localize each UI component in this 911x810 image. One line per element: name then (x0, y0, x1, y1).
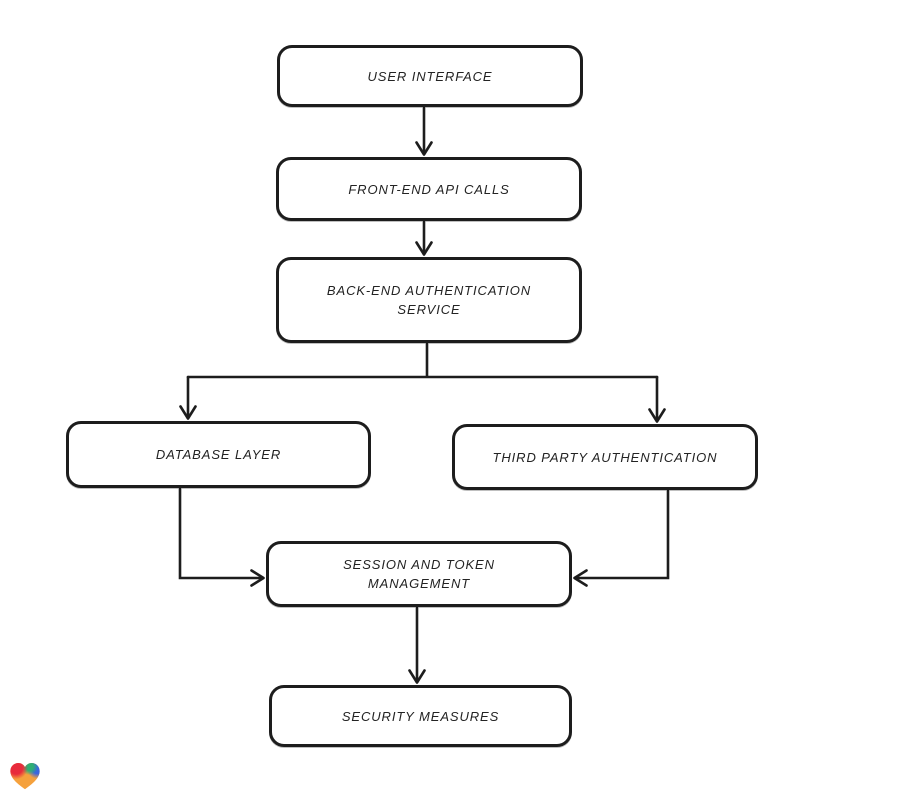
node-label: SESSION AND TOKEN MANAGEMENT (343, 557, 495, 591)
node-database-layer: DATABASE LAYER (66, 421, 371, 488)
node-user-interface: USER INTERFACE (277, 45, 583, 107)
node-label: SECURITY MEASURES (341, 708, 500, 724)
node-label: FRONT-END API CALLS (348, 181, 510, 197)
node-third-party-authentication: THIRD PARTY AUTHENTICATION (452, 424, 758, 490)
heart-logo (8, 760, 42, 792)
node-session-and-token-management: SESSION AND TOKEN MANAGEMENT (266, 541, 572, 607)
node-label: THIRD PARTY AUTHENTICATION (492, 449, 718, 465)
node-label: USER INTERFACE (367, 68, 493, 84)
node-security-measures: SECURITY MEASURES (269, 685, 572, 747)
node-label: DATABASE LAYER (155, 447, 282, 462)
edge-database-to-session (178, 487, 265, 587)
node-label: BACK-END AUTHENTICATION SERVICE (326, 283, 532, 317)
node-back-end-authentication-service: BACK-END AUTHENTICATION SERVICE (276, 257, 582, 343)
edge-third-party-to-session (573, 489, 670, 587)
edge-branch-trunk (186, 342, 659, 379)
node-front-end-api-calls: FRONT-END API CALLS (276, 157, 582, 221)
heart-icon (10, 762, 40, 790)
